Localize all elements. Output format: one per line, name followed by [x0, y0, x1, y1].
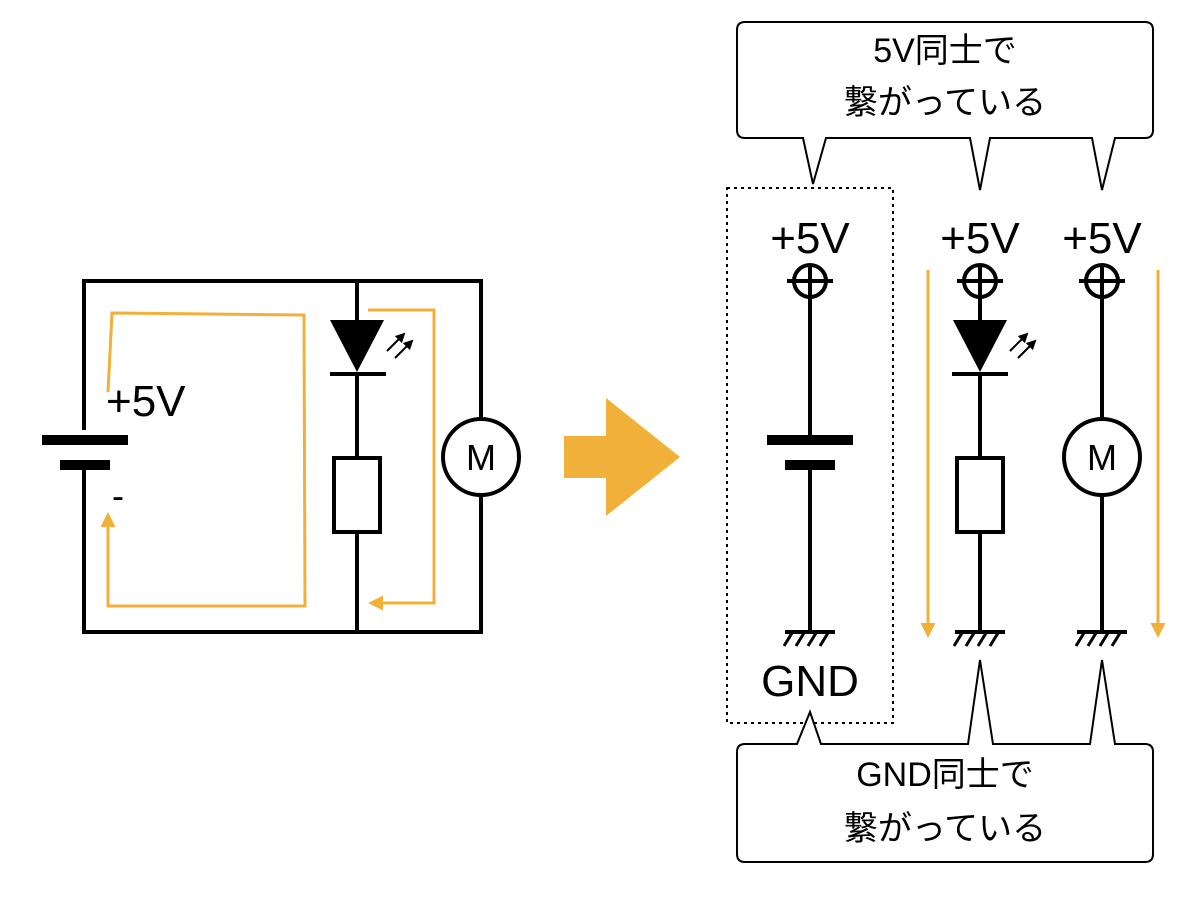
left-flow-loop-battery	[100, 311, 307, 608]
motor-branch-top-label: +5V	[1062, 214, 1142, 263]
transform-arrow	[564, 398, 680, 516]
led-branch-led-symbol	[952, 320, 1037, 376]
left-motor-symbol	[441, 417, 521, 497]
battery-branch-top-label: +5V	[770, 214, 850, 263]
battery-branch: +5V GND	[761, 214, 859, 706]
motor-branch-motor-label: M	[1087, 437, 1117, 478]
led-branch-resistor-symbol	[955, 456, 1005, 534]
top-callout-line2: 繋がっている	[844, 84, 1046, 122]
right-circuit: +5V GND +5V	[726, 21, 1166, 863]
left-circuit: +5V - M	[42, 279, 521, 634]
left-resistor-symbol	[332, 456, 382, 534]
battery-branch-gnd-label: GND	[761, 657, 859, 706]
motor-branch: +5V M	[1062, 214, 1142, 647]
top-callout-line1: 5V同士で	[873, 32, 1017, 70]
left-battery-symbol	[42, 435, 128, 470]
top-callout: 5V同士で 繋がっている	[736, 21, 1154, 191]
left-flow-loop-led	[368, 308, 436, 611]
left-led-symbol	[330, 320, 414, 376]
bottom-callout-line2: 繋がっている	[844, 810, 1046, 848]
led-branch-ground-symbol	[952, 630, 1005, 647]
left-motor-label: M	[466, 437, 496, 478]
top-callout-bubble	[736, 21, 1154, 191]
left-negative-label: -	[112, 475, 124, 516]
left-circuit-outer-wire	[82, 279, 483, 634]
bottom-callout-bubble	[736, 659, 1154, 863]
bottom-callout: GND同士で 繋がっている	[736, 659, 1154, 863]
led-branch-top-label: +5V	[940, 214, 1020, 263]
motor-branch-ground-symbol	[1074, 630, 1127, 647]
left-positive-label: +5V	[106, 377, 186, 426]
led-branch: +5V	[940, 214, 1037, 647]
battery-branch-ground-symbol	[782, 630, 835, 647]
bottom-callout-line1: GND同士で	[856, 756, 1034, 794]
